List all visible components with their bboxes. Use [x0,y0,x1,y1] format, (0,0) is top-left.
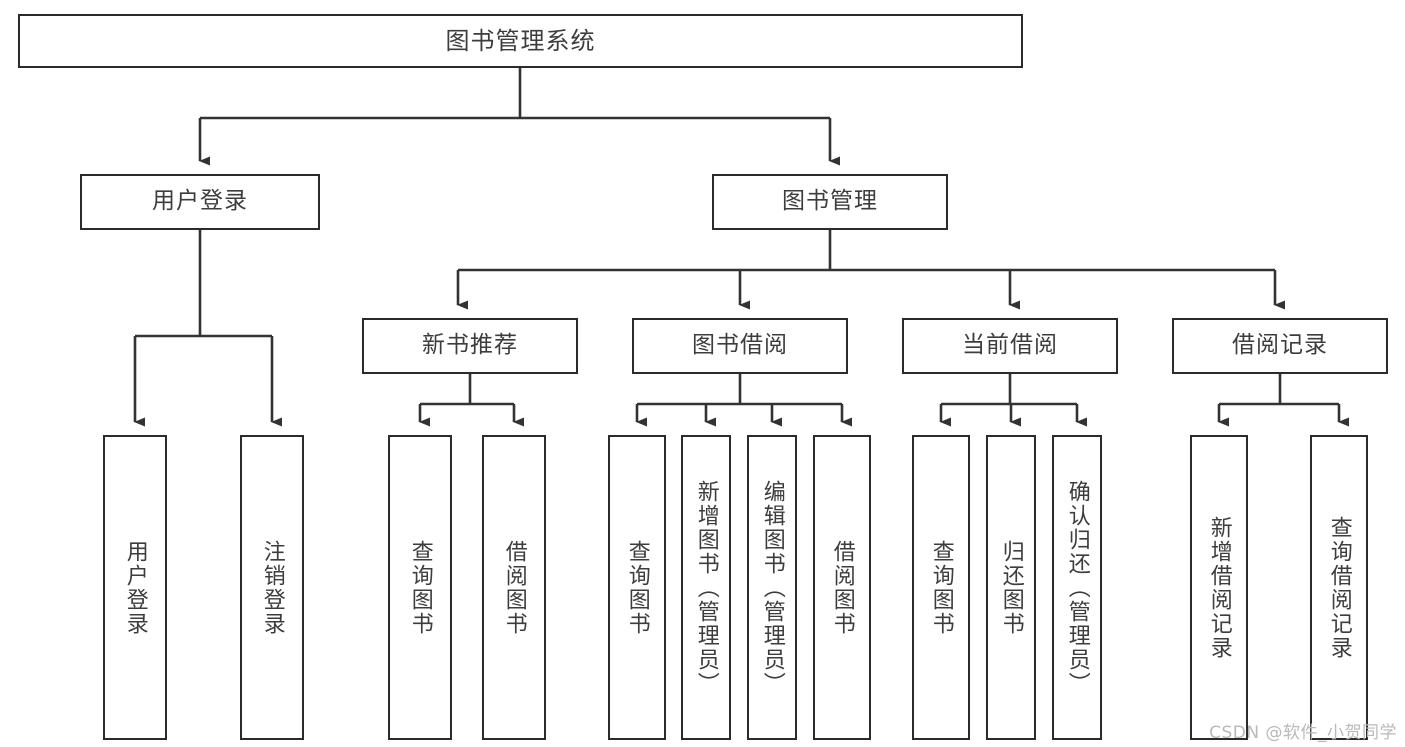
node-label: 图书借阅 [692,332,788,359]
node-leaf-borrow-book-1[interactable]: 借阅图书 [482,435,546,740]
node-leaf-add-record[interactable]: 新增借阅记录 [1190,435,1248,740]
node-label: 用户登录 [152,188,248,215]
node-book-borrow[interactable]: 图书借阅 [632,318,848,374]
node-leaf-query-book-1[interactable]: 查询图书 [388,435,452,740]
node-root[interactable]: 图书管理系统 [18,14,1023,68]
node-label: 查询图书 [928,539,954,636]
node-label: 图书管理系统 [445,26,596,55]
node-label: 确认归还（管理员） [1064,479,1090,696]
node-borrow-record[interactable]: 借阅记录 [1172,318,1388,374]
node-leaf-borrow-book-2[interactable]: 借阅图书 [813,435,871,740]
node-leaf-add-book[interactable]: 新增图书（管理员） [681,435,731,740]
node-leaf-return-book[interactable]: 归还图书 [986,435,1036,740]
node-label: 新书推荐 [422,332,518,359]
node-leaf-user-login[interactable]: 用户登录 [103,435,167,740]
node-label: 借阅图书 [829,539,855,636]
node-leaf-edit-book[interactable]: 编辑图书（管理员） [747,435,797,740]
node-new-book-recommend[interactable]: 新书推荐 [362,318,578,374]
node-label: 编辑图书（管理员） [759,479,785,696]
node-label: 用户登录 [122,539,148,636]
node-current-borrow[interactable]: 当前借阅 [902,318,1118,374]
node-leaf-logout[interactable]: 注销登录 [240,435,304,740]
node-label: 查询借阅记录 [1326,515,1352,660]
node-label: 归还图书 [998,539,1024,636]
node-label: 借阅图书 [501,539,527,636]
node-label: 查询图书 [624,539,650,636]
node-label: 新增图书（管理员） [693,479,719,696]
node-leaf-confirm-return[interactable]: 确认归还（管理员） [1052,435,1102,740]
node-label: 当前借阅 [962,332,1058,359]
watermark-label: CSDN @软件_小贺同学 [1209,723,1397,743]
node-book-manage[interactable]: 图书管理 [712,174,948,230]
node-leaf-query-record[interactable]: 查询借阅记录 [1310,435,1368,740]
node-label: 注销登录 [259,539,285,636]
node-label: 新增借阅记录 [1206,515,1232,660]
node-leaf-query-book-3[interactable]: 查询图书 [912,435,970,740]
node-label: 查询图书 [407,539,433,636]
node-label: 图书管理 [782,188,878,215]
node-leaf-query-book-2[interactable]: 查询图书 [608,435,666,740]
node-user-login[interactable]: 用户登录 [80,174,320,230]
node-label: 借阅记录 [1232,332,1328,359]
